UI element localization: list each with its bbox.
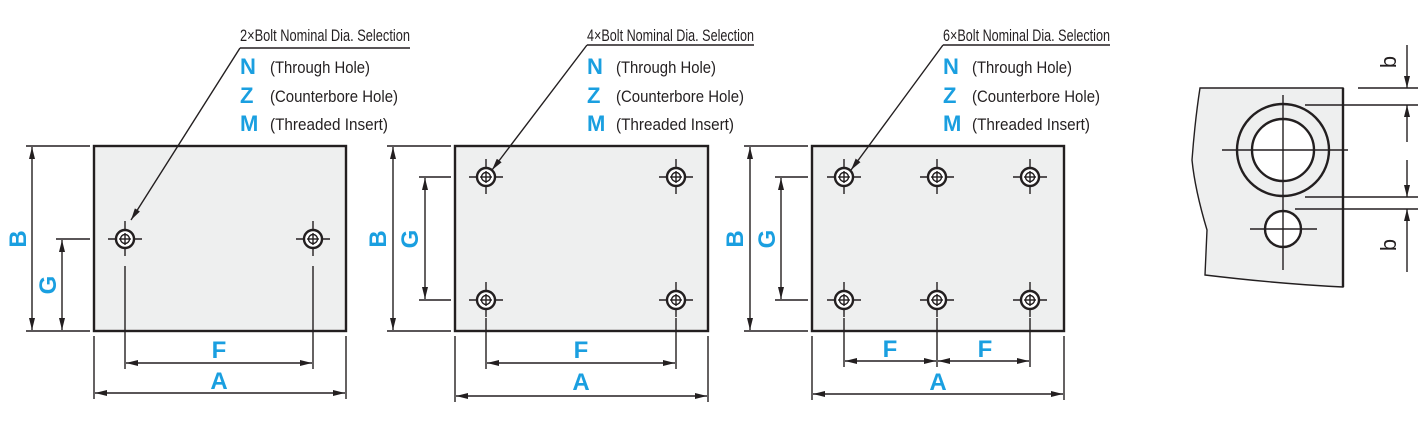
option-desc-counterbore: (Counterbore Hole) — [270, 87, 398, 106]
dim-label-b: B — [365, 230, 392, 247]
option-code-n: N — [240, 54, 256, 79]
option-code-m: M — [240, 111, 258, 136]
option-code-n: N — [587, 54, 603, 79]
counterbore-detail: b b — [1376, 56, 1401, 251]
dim-label-f-left: F — [883, 336, 898, 363]
option-code-z: Z — [943, 83, 956, 108]
drawing-geometry — [26, 44, 1418, 402]
option-code-m: M — [943, 111, 961, 136]
option-code-z: Z — [240, 83, 253, 108]
dim-label-a: A — [210, 368, 227, 395]
option-desc-threaded: (Threaded Insert) — [616, 115, 734, 134]
dim-label-g: G — [35, 276, 62, 295]
option-desc-through: (Through Hole) — [972, 58, 1072, 77]
panel-4-bolt: 4×Bolt Nominal Dia. Selection N (Through… — [365, 26, 754, 396]
dim-label-f-right: F — [978, 336, 993, 363]
leader-arrow — [491, 44, 588, 171]
leader-arrow — [850, 44, 944, 171]
dim-label-g: G — [397, 230, 424, 249]
option-desc-counterbore: (Counterbore Hole) — [616, 87, 744, 106]
dim-label-b-top: b — [1376, 56, 1401, 68]
option-desc-through: (Through Hole) — [616, 58, 716, 77]
option-code-z: Z — [587, 83, 600, 108]
dim-label-a: A — [572, 369, 589, 396]
option-desc-counterbore: (Counterbore Hole) — [972, 87, 1100, 106]
leader-arrow — [130, 47, 241, 221]
option-desc-threaded: (Threaded Insert) — [270, 115, 388, 134]
dim-label-b: B — [5, 230, 32, 247]
dim-label-a: A — [929, 369, 946, 396]
callout-title: 4×Bolt Nominal Dia. Selection — [587, 26, 754, 45]
dim-label-g: G — [754, 230, 781, 249]
callout-title: 2×Bolt Nominal Dia. Selection — [240, 26, 410, 45]
option-code-n: N — [943, 54, 959, 79]
panel-6-bolt: 6×Bolt Nominal Dia. Selection N (Through… — [722, 26, 1110, 396]
option-desc-through: (Through Hole) — [270, 58, 370, 77]
panel-2-bolt: 2×Bolt Nominal Dia. Selection N (Through… — [5, 26, 410, 395]
dim-label-b: B — [722, 230, 749, 247]
option-code-m: M — [587, 111, 605, 136]
dim-label-f: F — [212, 337, 227, 364]
dim-label-f: F — [574, 337, 589, 364]
dim-label-b-bottom: b — [1376, 239, 1401, 251]
option-desc-threaded: (Threaded Insert) — [972, 115, 1090, 134]
detail-outline — [1191, 87, 1344, 288]
callout-title: 6×Bolt Nominal Dia. Selection — [943, 26, 1110, 45]
